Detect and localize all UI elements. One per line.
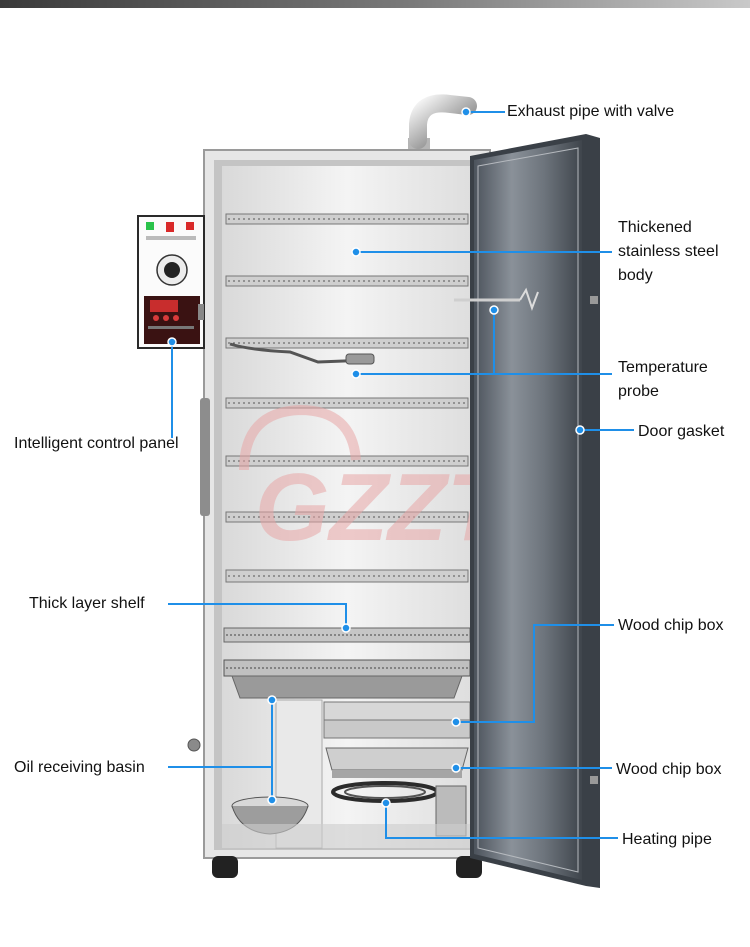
wood-chip-box-upper-drawer: [323, 701, 471, 739]
label-wood-chip-box-2: Wood chip box: [616, 761, 722, 778]
dot-gasket: [575, 425, 585, 435]
label-wood-chip-box-1: Wood chip box: [618, 617, 724, 634]
leader-shelf: [168, 603, 347, 628]
shelf-rack-5: [225, 455, 469, 467]
leader-heating: [385, 803, 618, 839]
chef-hat-icon: [239, 404, 361, 471]
door-hinge-upper: [590, 296, 598, 304]
dot-probe-door: [489, 305, 499, 315]
label-body-line-1: Thickened: [618, 219, 692, 236]
label-oil-basin: Oil receiving basin: [14, 759, 145, 776]
shelf-rack-9: [223, 659, 471, 677]
label-probe-line-2: probe: [618, 383, 659, 400]
shelf-rack-7: [225, 569, 469, 583]
top-banner-strip: [0, 0, 750, 8]
shelf-rack-2: [225, 275, 469, 287]
probe-wire: [229, 342, 371, 364]
dot-exhaust: [461, 107, 471, 117]
dot-heating: [381, 798, 391, 808]
dot-chip-upper: [451, 717, 461, 727]
label-probe-line-1: Temperature: [618, 359, 708, 376]
label-stainless-body: Thickened stainless steel body: [618, 216, 750, 288]
label-control-panel: Intelligent control panel: [14, 435, 179, 452]
dot-basin: [267, 795, 277, 805]
shelf-rack-6: [225, 511, 469, 523]
shelf-rack-3: [225, 337, 469, 349]
label-body-line-3: body: [618, 267, 653, 284]
lower-compartment: [222, 699, 472, 849]
label-heating-pipe: Heating pipe: [622, 831, 712, 848]
dot-chip-lower: [451, 763, 461, 773]
shelf-racks: [223, 213, 471, 699]
label-thick-shelf: Thick layer shelf: [29, 595, 145, 612]
label-door-gasket: Door gasket: [638, 423, 725, 440]
dot-body: [351, 247, 361, 257]
watermark-logo: GZZT: [255, 454, 513, 561]
label-body-line-2: stainless steel: [618, 243, 719, 260]
leader-lines: [168, 111, 634, 839]
leader-chip-upper: [456, 624, 614, 723]
door-hinge-lower: [590, 776, 598, 784]
dot-panel: [167, 337, 177, 347]
shelf-rack-4: [225, 397, 469, 409]
leader-dots: [167, 107, 585, 808]
shelf-rack-1: [225, 213, 469, 225]
label-temperature-probe: Temperature probe: [618, 356, 750, 404]
probe-holder: [345, 353, 375, 365]
temperature-probe: [454, 287, 539, 311]
dot-basin-top: [267, 695, 277, 705]
dot-shelf: [341, 623, 351, 633]
control-panel: [137, 215, 205, 349]
label-exhaust-pipe: Exhaust pipe with valve: [507, 103, 675, 120]
drip-tray: [231, 675, 463, 699]
exhaust-pipe: [408, 94, 477, 152]
dot-probe-inner: [351, 369, 361, 379]
wood-chip-box-lower-drawer: [325, 747, 469, 778]
open-door: [470, 134, 600, 888]
